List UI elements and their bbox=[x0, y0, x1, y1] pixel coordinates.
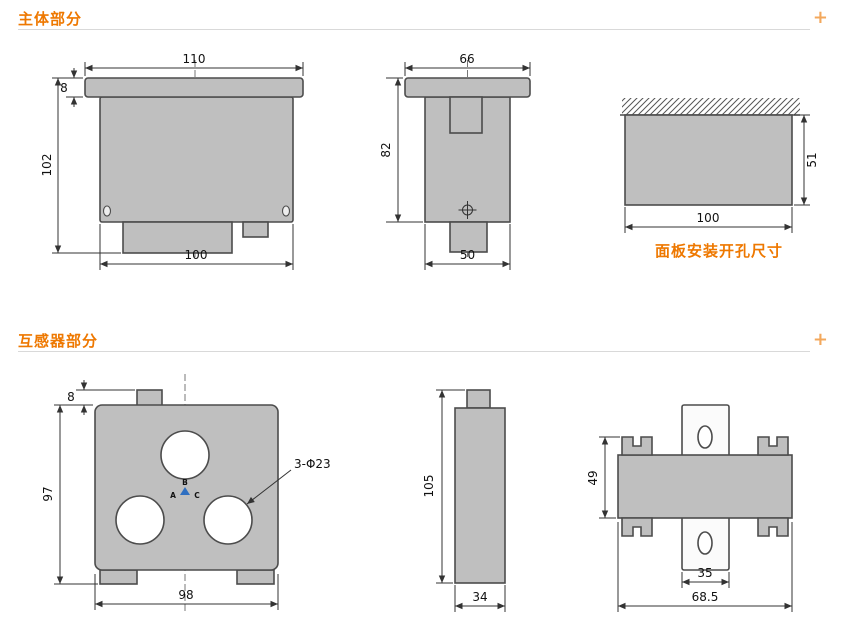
triangle-icon bbox=[180, 487, 190, 495]
din-clip-bottom-right bbox=[757, 517, 789, 537]
section-title-transformer: 互感器部分 bbox=[18, 332, 99, 350]
ct-front-view-drawing: B A C 3-Φ23 8 97 98 bbox=[41, 374, 331, 614]
din-clip-top-left bbox=[621, 436, 653, 456]
side-tab bbox=[242, 221, 269, 238]
dimension-bar-height bbox=[599, 436, 620, 519]
panel-hatch bbox=[622, 98, 800, 115]
cutout-opening bbox=[624, 114, 793, 206]
dim-label-body-height: 97 bbox=[41, 486, 55, 501]
din-clip-bottom-left bbox=[621, 517, 653, 537]
dimension-bottom-width bbox=[94, 574, 279, 610]
dim-label-cutout-width: 100 bbox=[697, 211, 720, 225]
dimension-cutout-height bbox=[794, 114, 810, 206]
dimension-bottom-width bbox=[424, 224, 511, 270]
dimension-body-height bbox=[386, 77, 423, 223]
main-front-view-drawing: 110 8 102 100 bbox=[40, 52, 304, 270]
crossbar bbox=[617, 454, 793, 519]
header-rule bbox=[18, 351, 810, 352]
ct-mount-view-drawing: 49 35 68.5 bbox=[586, 404, 793, 612]
section-title-main-body: 主体部分 bbox=[18, 10, 83, 28]
front-flange bbox=[84, 77, 304, 98]
holes-label: 3-Φ23 bbox=[294, 457, 331, 471]
dim-label-total-height: 102 bbox=[40, 154, 54, 177]
dim-label-bottom-width: 34 bbox=[472, 590, 487, 604]
phase-marker: B A C bbox=[170, 478, 200, 500]
screw-crosshair-icon bbox=[458, 201, 477, 219]
dim-label-bottom-width: 50 bbox=[460, 248, 475, 262]
dimension-top-width bbox=[404, 62, 531, 76]
dim-label-tab-height: 8 bbox=[67, 390, 75, 404]
mounting-hole-left bbox=[102, 205, 112, 217]
main-side-view-drawing: 66 82 50 bbox=[379, 52, 531, 270]
dim-label-bottom-width: 100 bbox=[185, 248, 208, 262]
dim-label-bottom-width: 98 bbox=[178, 588, 193, 602]
plate-slot-top bbox=[697, 425, 713, 449]
dimension-bottom-width bbox=[454, 585, 506, 612]
ct-side-view-drawing: 105 34 bbox=[422, 389, 506, 612]
dimension-top-width bbox=[84, 62, 304, 76]
dimension-cutout-width bbox=[624, 207, 793, 233]
din-clip-top-right bbox=[757, 436, 789, 456]
phase-hole-right bbox=[203, 495, 253, 545]
bottom-terminal-block bbox=[122, 221, 233, 254]
section-header-transformer: 互感器部分 + bbox=[18, 330, 828, 362]
panel-cutout-caption: 面板安装开孔尺寸 bbox=[655, 242, 784, 260]
plus-icon: + bbox=[812, 7, 828, 28]
ct-side-body bbox=[454, 407, 506, 584]
dimension-total-height bbox=[52, 78, 121, 254]
dimension-total-height bbox=[436, 389, 465, 584]
dimension-plate-width bbox=[681, 572, 730, 588]
dim-label-total-width: 68.5 bbox=[692, 590, 719, 604]
mounting-hole-right bbox=[281, 205, 291, 217]
bottom-tab bbox=[449, 221, 488, 253]
main-body bbox=[99, 96, 294, 223]
plus-icon: + bbox=[812, 329, 828, 350]
dim-label-bar-height: 49 bbox=[586, 470, 600, 485]
side-flange bbox=[404, 77, 531, 98]
dim-label-flange-height: 8 bbox=[60, 81, 68, 95]
holes-leader-line bbox=[246, 469, 292, 505]
top-tab bbox=[466, 389, 491, 409]
phase-c-label: C bbox=[194, 491, 200, 500]
dim-label-top-width: 66 bbox=[459, 52, 474, 66]
phase-hole-top bbox=[160, 430, 210, 480]
dim-label-top-width: 110 bbox=[183, 52, 206, 66]
section-header-main-body: 主体部分 + bbox=[18, 8, 828, 40]
ct-body bbox=[94, 404, 279, 571]
foot-right bbox=[236, 569, 275, 585]
panel-cutout-drawing: 51 100 bbox=[620, 98, 819, 233]
dimension-total-width bbox=[617, 522, 793, 612]
rear-block bbox=[449, 96, 483, 134]
dim-label-total-height: 105 bbox=[422, 475, 436, 498]
foot-left bbox=[99, 569, 138, 585]
phase-b-label: B bbox=[182, 478, 188, 487]
phase-hole-left bbox=[115, 495, 165, 545]
plate-slot-bottom bbox=[697, 531, 713, 555]
dimension-body-height bbox=[54, 405, 98, 585]
dimension-bottom-width bbox=[99, 224, 294, 270]
header-rule bbox=[18, 29, 810, 30]
phase-a-label: A bbox=[170, 491, 176, 500]
dim-label-cutout-height: 51 bbox=[805, 152, 819, 167]
dim-label-body-height: 82 bbox=[379, 142, 393, 157]
dim-label-plate-width: 35 bbox=[697, 566, 712, 580]
